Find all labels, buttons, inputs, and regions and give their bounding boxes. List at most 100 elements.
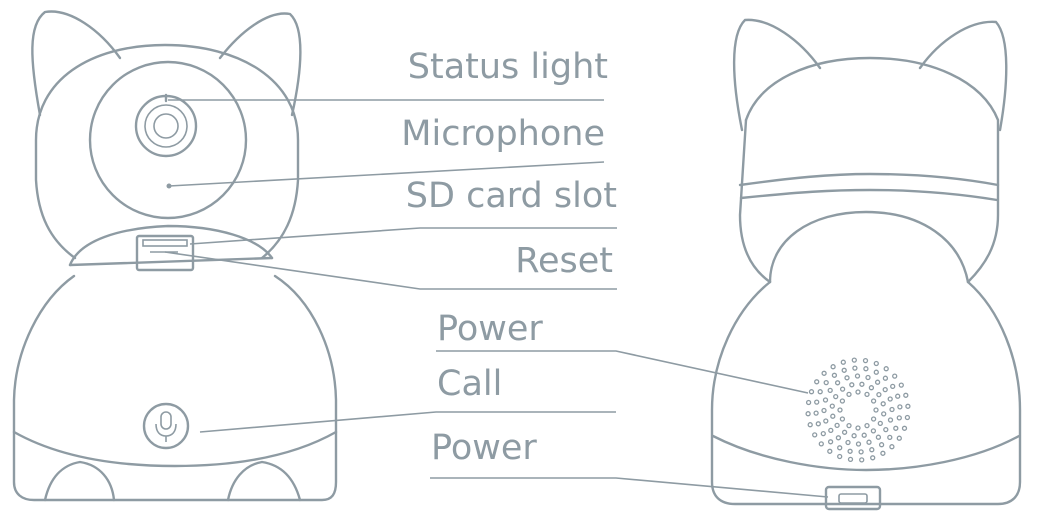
usb-connector-icon [838,493,868,504]
back-camera [710,18,1022,511]
speaker-hole [837,445,843,451]
speaker-hole [875,434,882,440]
speaker-hole [807,422,813,428]
speaker-hole [805,399,812,406]
leader-lines [164,99,829,498]
speaker-hole [834,380,841,386]
sd-card-opening [142,239,188,247]
back-head-left [738,118,772,284]
speaker-hole [905,403,911,409]
speaker-hole [846,422,852,429]
power-bottom-leader [430,477,829,498]
speaker-hole [897,404,903,410]
call-button [142,402,190,450]
speaker-hole [876,391,882,398]
speaker-hole [855,389,861,395]
back-right-ear [918,20,1008,132]
label-sd-card-slot: SD card slot [406,176,617,216]
speaker-hole [851,357,857,363]
front-right-ear [218,12,302,117]
speaker-hole [896,415,902,421]
speaker-hole [830,364,836,370]
speaker-hole [870,428,877,434]
speaker-hole [859,381,865,387]
speaker-hole [881,411,887,417]
speaker-hole [805,411,811,417]
speaker-hole [895,393,901,399]
speaker-hole [870,455,876,461]
front-neck [68,224,274,267]
label-power-bottom: Power [431,428,537,468]
power-port [824,485,882,511]
speaker-hole [862,357,869,364]
speaker-hole [882,386,888,393]
speaker-hole [870,398,877,404]
speaker-hole [890,383,896,390]
sd-card-slot-leader [189,227,617,245]
front-body [12,274,338,502]
speaker-hole [830,413,836,419]
speaker-hole [851,433,857,439]
back-body [710,280,1022,506]
microphone-leader [168,161,605,187]
speaker-hole [887,417,894,423]
speaker-hole [896,435,902,441]
speaker-hole [868,385,875,391]
speaker-hole [841,367,847,373]
speaker-hole [880,450,886,456]
speaker-hole [827,448,833,454]
back-head [744,56,1000,284]
speaker-hole [834,422,840,429]
speaker-hole [844,375,850,381]
speaker-hole [841,429,848,435]
speaker-hole [874,379,881,385]
lens-inner [153,113,179,139]
speaker-hole [865,374,871,381]
speaker-hole [833,393,839,400]
speaker-hole [863,366,869,372]
speaker-hole [873,360,879,367]
speaker-hole [821,407,827,414]
labels: Status light Microphone SD card slot Res… [401,47,617,468]
speaker-hole [837,407,843,413]
speaker-hole [889,406,895,413]
speaker-hole [823,418,829,424]
speaker-hole [828,427,834,434]
speaker-hole [815,421,821,427]
power-top-leader [436,350,809,394]
speaker-hole [887,434,893,441]
front-camera [12,10,338,502]
speaker-hole [847,448,853,454]
speaker-hole [861,432,867,438]
back-left-ear [732,18,822,132]
speaker-hole [864,422,870,429]
label-call: Call [437,364,502,404]
speaker-hole [870,416,877,422]
front-left-foot [43,460,116,502]
label-power-top: Power [437,309,543,349]
speaker-hole [866,439,872,445]
front-neck-rim [68,256,274,267]
speaker-hole [812,432,818,438]
speaker-hole [835,435,842,441]
speaker-hole [864,391,870,398]
speaker-hole [818,441,824,447]
label-microphone: Microphone [401,114,605,154]
speaker-hole [820,430,826,437]
speaker-hole [840,359,846,365]
speaker-hole [829,403,835,409]
speaker-hole [873,369,879,375]
back-head-lower-curve [739,188,999,202]
microphone-icon [155,411,177,442]
speaker-hole [808,389,815,395]
speaker-hole [839,386,846,392]
front-right-foot [226,460,302,502]
speaker-hole [883,426,889,433]
speaker-hole [817,389,823,395]
speaker-hole [814,379,820,385]
speaker-hole [898,382,904,388]
speaker-hole [892,373,898,379]
speaker-hole [880,401,886,407]
speaker-hole [827,387,833,394]
